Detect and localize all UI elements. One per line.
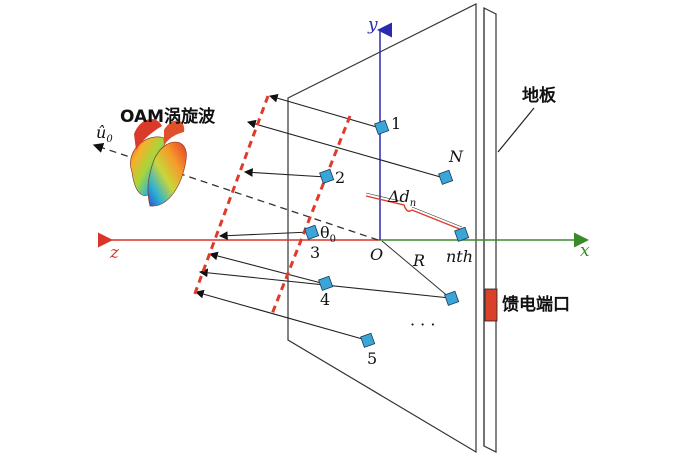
axis-x-label: x bbox=[580, 241, 590, 261]
ground-plate bbox=[483, 7, 497, 453]
feed-port bbox=[484, 288, 498, 322]
axis-y-label: y bbox=[367, 15, 378, 35]
oam-wave-label: OAM涡旋波 bbox=[120, 106, 216, 127]
element-5-label: 5 bbox=[367, 349, 377, 368]
element-2-label: 2 bbox=[335, 168, 345, 187]
axis-z-label: z bbox=[109, 243, 120, 263]
propagation-direction bbox=[92, 142, 379, 241]
oam-vortex-illustration bbox=[130, 119, 187, 207]
radius-line bbox=[381, 240, 451, 299]
element-3 bbox=[304, 224, 320, 240]
element-1 bbox=[374, 119, 390, 135]
element-nth bbox=[454, 226, 470, 242]
element-4 bbox=[318, 275, 334, 291]
ground-plate-label: 地板 bbox=[522, 85, 557, 106]
array-plane bbox=[287, 3, 477, 454]
theta0-label: θ0 bbox=[320, 223, 336, 245]
element-3-label: 3 bbox=[310, 243, 320, 262]
element-N-label: N bbox=[448, 147, 464, 166]
origin-label: O bbox=[370, 245, 383, 264]
delta-d-line-outline bbox=[365, 192, 463, 228]
feed-port-label: 馈电端口 bbox=[502, 294, 570, 315]
ellipsis-label: · · · bbox=[410, 315, 435, 334]
element-R bbox=[444, 290, 460, 306]
element-nth-label: nth bbox=[446, 247, 473, 266]
delta-d-line bbox=[365, 195, 463, 231]
radius-label: R bbox=[412, 251, 425, 270]
ray-lines bbox=[194, 93, 451, 341]
element-2 bbox=[319, 168, 335, 184]
element-N bbox=[438, 169, 454, 185]
ground-plate-pointer bbox=[497, 107, 535, 153]
u0-label: û0 bbox=[96, 123, 113, 145]
element-4-label: 4 bbox=[320, 290, 330, 309]
delta-d-label: Δdn bbox=[387, 187, 416, 209]
array-elements bbox=[304, 119, 470, 348]
element-5 bbox=[360, 332, 376, 348]
element-1-label: 1 bbox=[391, 114, 401, 133]
